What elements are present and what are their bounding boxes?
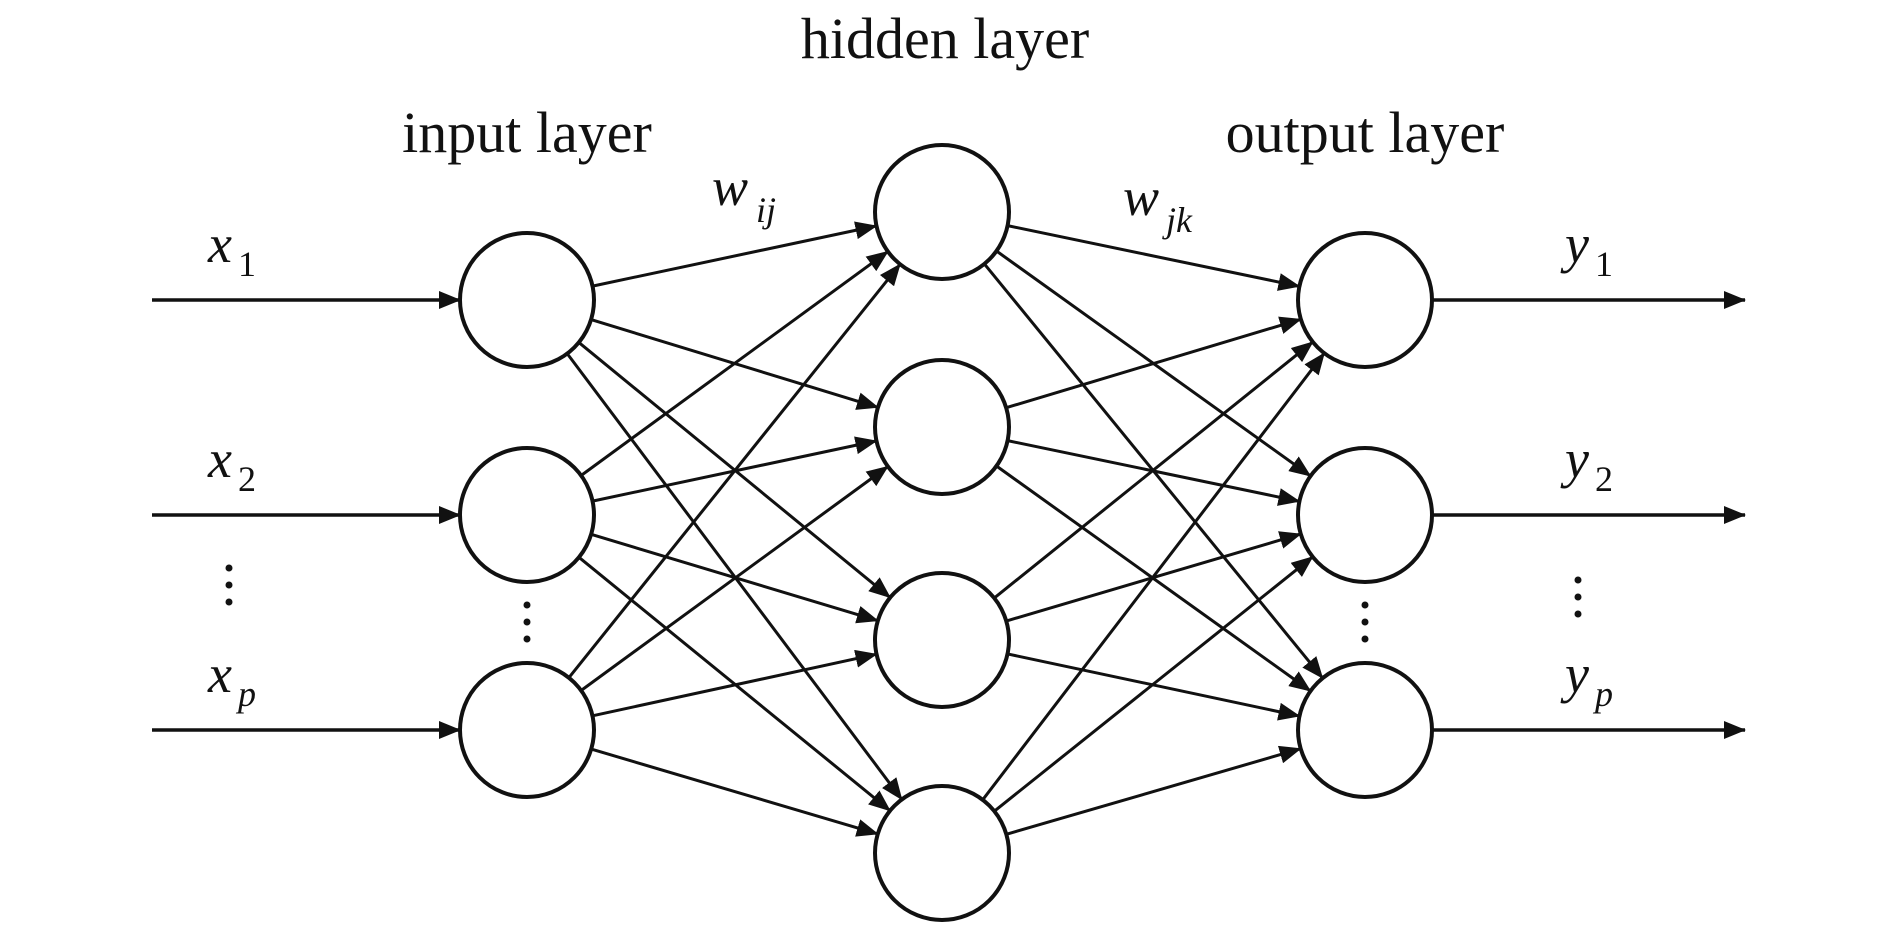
edge-hidden2-output1 [1005, 316, 1302, 410]
svg-text:y: y [1560, 429, 1589, 489]
connections [566, 221, 1326, 837]
edge-hidden4-output1 [981, 352, 1326, 801]
svg-text:y: y [1560, 214, 1589, 274]
edge-hidden1-output1 [1007, 224, 1301, 291]
output-node-y1 [1296, 231, 1434, 369]
output-nodes-ellipsis [1361, 601, 1369, 643]
edge-input3-hidden2 [580, 465, 889, 692]
weight-label-wij: w ij [712, 157, 776, 230]
ellipses [225, 564, 1582, 643]
edge-hidden4-output3 [1005, 745, 1302, 836]
edge-input3-hidden4 [590, 747, 879, 837]
hidden-node-h4 [873, 784, 1011, 922]
svg-text:1: 1 [238, 244, 256, 284]
svg-text:2: 2 [238, 459, 256, 499]
edge-input1-hidden1 [592, 221, 878, 288]
input-node-x2 [458, 446, 596, 584]
input-labels-ellipsis [225, 564, 233, 606]
output-layer-label: output layer [1226, 100, 1505, 165]
output-node-yp [1296, 661, 1434, 799]
svg-text:1: 1 [1595, 244, 1613, 284]
hidden-node-h3 [873, 571, 1011, 709]
svg-text:x: x [207, 214, 232, 274]
svg-text:w: w [1123, 167, 1159, 227]
svg-text:p: p [1592, 674, 1613, 714]
edge-hidden4-output2 [993, 555, 1314, 813]
input-layer-label: input layer [402, 100, 652, 165]
svg-text:p: p [235, 674, 256, 714]
svg-text:y: y [1560, 644, 1589, 704]
nodes [458, 143, 1434, 922]
edge-input3-hidden1 [567, 263, 902, 679]
edge-hidden3-output1 [993, 340, 1314, 600]
weight-label-wjk: w jk [1123, 167, 1193, 240]
output-node-y2 [1296, 446, 1434, 584]
input-node-xp [458, 661, 596, 799]
output-labels-ellipsis [1574, 576, 1582, 618]
input-node-x1 [458, 231, 596, 369]
svg-text:2: 2 [1595, 459, 1613, 499]
svg-text:x: x [207, 429, 232, 489]
svg-text:w: w [712, 157, 748, 217]
svg-text:ij: ij [756, 190, 776, 230]
hidden-layer-label: hidden layer [801, 6, 1089, 71]
input-nodes-ellipsis [523, 601, 531, 643]
svg-text:jk: jk [1162, 200, 1193, 240]
hidden-node-h2 [873, 358, 1011, 496]
io-arrows [152, 291, 1746, 739]
svg-text:x: x [207, 644, 232, 704]
edge-input2-hidden1 [580, 250, 889, 477]
hidden-node-h1 [873, 143, 1011, 281]
edge-input3-hidden3 [592, 649, 878, 718]
